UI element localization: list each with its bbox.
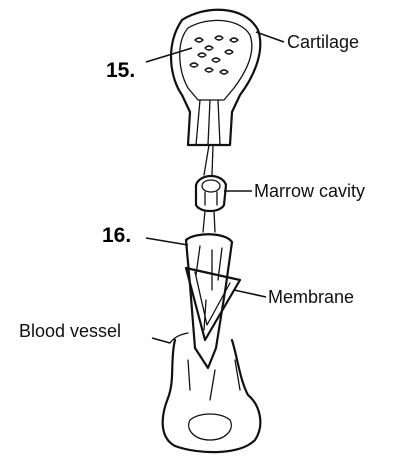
cartilage-model [171, 10, 260, 145]
label-marrow-cavity: Marrow cavity [254, 182, 365, 200]
leader-15 [146, 48, 192, 62]
leader-16 [146, 238, 188, 245]
step-number-16: 16. [102, 225, 131, 246]
leader-membrane [234, 290, 266, 297]
leader-blood-vessel [152, 338, 170, 343]
label-cartilage: Cartilage [287, 33, 359, 51]
marrow-cavity-segment [196, 176, 226, 211]
developing-bone [163, 234, 261, 452]
step-number-15: 15. [106, 60, 135, 81]
label-membrane: Membrane [268, 288, 354, 306]
label-blood-vessel: Blood vessel [19, 322, 121, 340]
